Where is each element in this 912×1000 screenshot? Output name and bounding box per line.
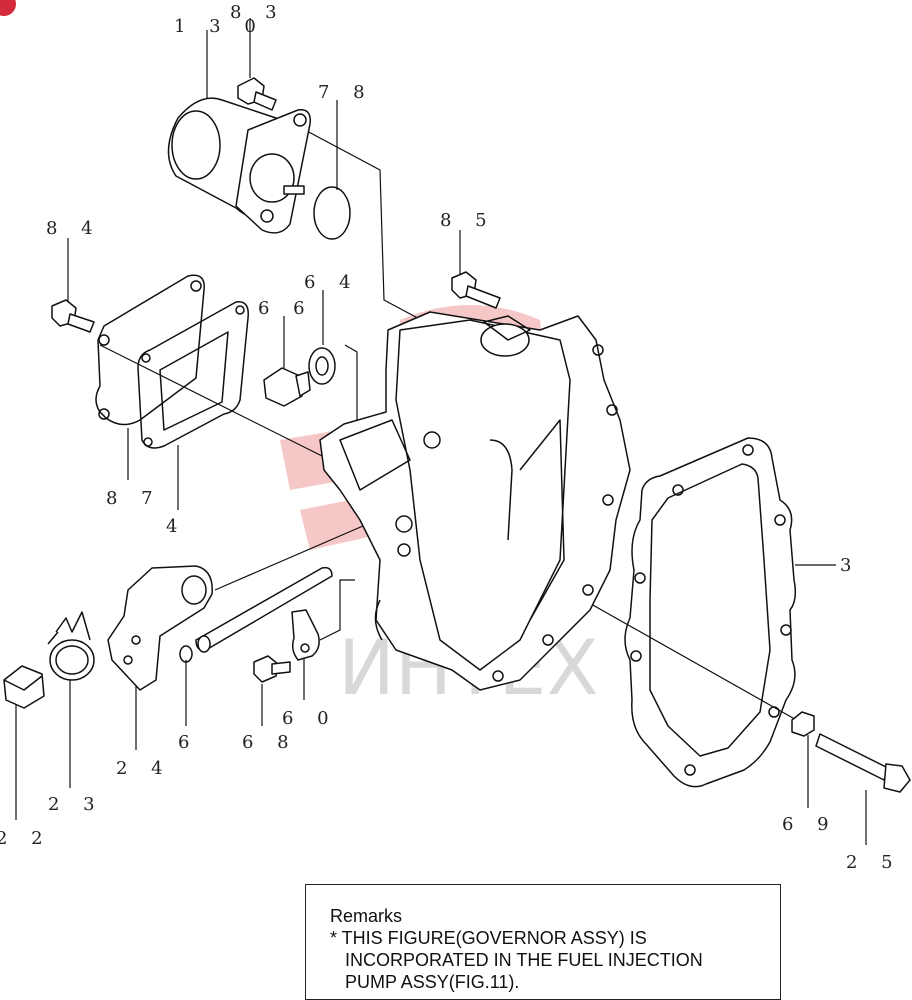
- bolt-83: [237, 77, 277, 111]
- plate-60: [291, 609, 320, 661]
- shaft-pin: [195, 566, 333, 653]
- callout-66: 6 6: [258, 298, 314, 319]
- bolt-85: [451, 271, 501, 309]
- remarks-body: * THIS FIGURE(GOVERNOR ASSY) IS INCORPOR…: [330, 928, 703, 992]
- plug-22: [3, 665, 45, 709]
- housing-gasket-3: [624, 437, 797, 788]
- callout-69: 6 9: [782, 814, 838, 835]
- callout-60: 6 0: [282, 708, 338, 729]
- gasket-4: [137, 301, 249, 449]
- callout-labels: 1 3 0 8 3 7 8 8 4 8 5 6 4 6 6 8 7 4 3 2 …: [0, 2, 902, 873]
- callout-24: 2 4: [116, 758, 172, 779]
- cover-plate-87: [95, 274, 205, 426]
- callout-85: 8 5: [440, 210, 496, 231]
- callout-78: 7 8: [318, 82, 374, 103]
- callout-25: 2 5: [846, 852, 902, 873]
- lever-24: [107, 565, 213, 691]
- callout-130: 1 3 0: [174, 16, 265, 37]
- governor-housing: [319, 311, 631, 691]
- callout-68: 6 8: [242, 732, 298, 753]
- callout-6: 6: [178, 732, 198, 753]
- corner-marker-icon: [0, 0, 16, 16]
- callout-23: 2 3: [48, 794, 104, 815]
- callout-22: 2 2: [0, 828, 52, 849]
- callout-87: 8 7: [106, 488, 162, 509]
- callout-3: 3: [840, 555, 860, 576]
- bolt-25: [815, 733, 911, 793]
- callout-83: 8 3: [230, 2, 286, 23]
- callout-84: 8 4: [46, 218, 102, 239]
- solenoid-130: [167, 97, 311, 234]
- remarks-box: Remarks * THIS FIGURE(GOVERNOR ASSY) IS …: [305, 884, 781, 1000]
- spring-23: [47, 611, 95, 681]
- o-ring-78: [313, 186, 351, 240]
- washer-64: [308, 347, 336, 385]
- callout-4: 4: [166, 516, 186, 537]
- nut-69: [791, 711, 815, 737]
- o-ring-6: [179, 645, 193, 663]
- remarks-title: Remarks: [330, 906, 403, 926]
- bolt-84: [51, 299, 95, 333]
- bolt-68: [253, 655, 291, 683]
- callout-64: 6 4: [304, 272, 360, 293]
- plug-66: [263, 367, 311, 407]
